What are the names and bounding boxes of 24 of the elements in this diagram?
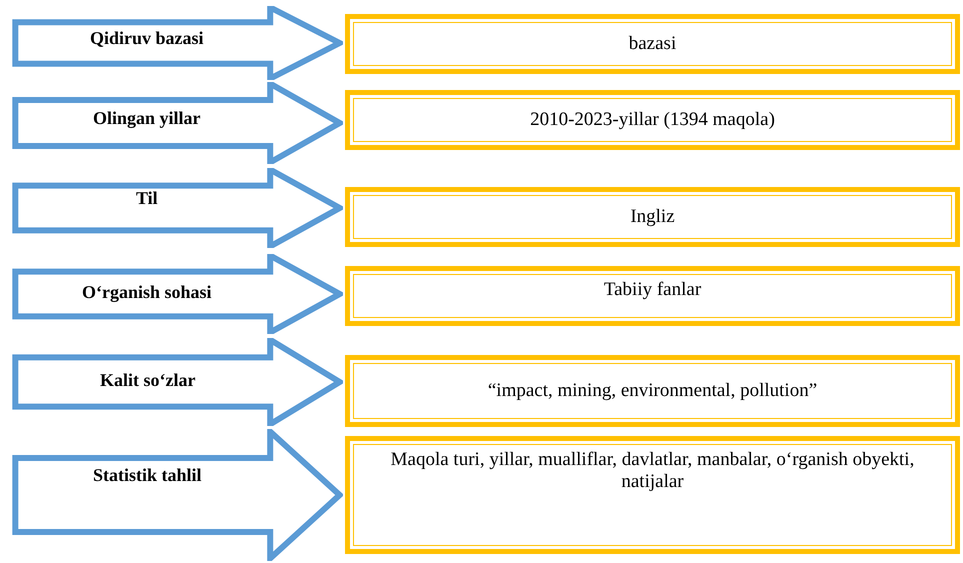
row-value: 2010-2023-yillar (1394 maqola) [530, 109, 775, 131]
arrow-shape [12, 429, 343, 561]
row-heading: Olingan yillar [93, 108, 201, 129]
row-heading: Qidiruv bazasi [90, 28, 204, 49]
arrow-shape [12, 82, 343, 164]
value-box [345, 266, 960, 326]
arrow-shape [12, 6, 343, 80]
row-value: Maqola turi, yillar, mualliflar, davlatlar, manbalar, o‘rganish obyekti, natijalar [390, 449, 916, 493]
arrow-shape [12, 338, 343, 426]
row-heading: Statistik tahlil [93, 465, 202, 486]
row-heading: O‘rganish sohasi [82, 282, 212, 303]
value-box [345, 355, 960, 427]
value-box [345, 90, 960, 150]
row-value: Ingliz [630, 206, 675, 228]
arrow-shape [12, 168, 343, 248]
arrow-shape [12, 254, 343, 334]
row-heading: Til [136, 188, 158, 209]
row-heading: Kalit so‘zlar [100, 370, 196, 391]
row-value: bazasi [628, 33, 676, 55]
row-value: Tabiiy fanlar [604, 279, 702, 301]
value-box [345, 436, 960, 554]
value-box [345, 14, 960, 74]
row-value: “impact, mining, environmental, pollution” [488, 380, 818, 402]
value-box [345, 187, 960, 247]
